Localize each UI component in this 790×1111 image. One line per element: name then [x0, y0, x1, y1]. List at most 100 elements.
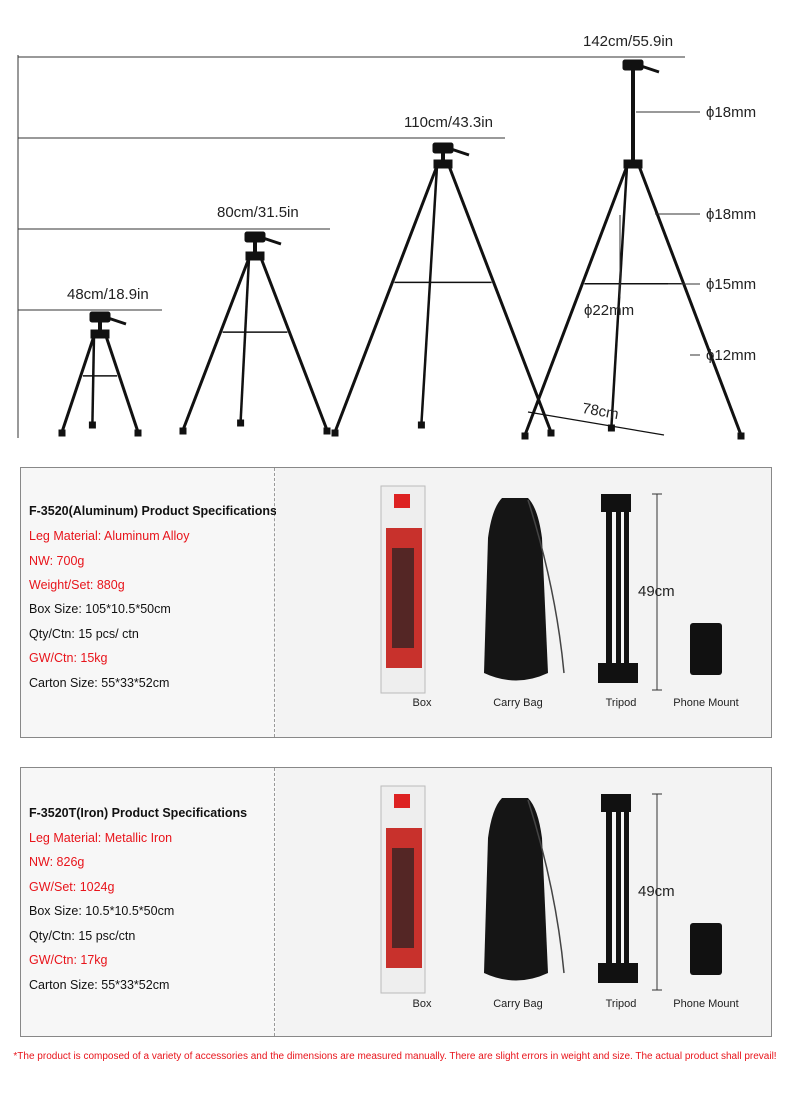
leg-foot: [737, 432, 745, 440]
spec-nw: NW: 826g: [29, 855, 85, 869]
height-label-48: 48cm/18.9in: [67, 286, 149, 303]
caption-carry-bag: Carry Bag: [493, 697, 543, 709]
folded-leg: [616, 812, 621, 982]
leg-foot: [134, 429, 142, 437]
box-logo: [394, 794, 410, 808]
tripod-head: [89, 311, 111, 323]
folded-feet: [598, 663, 638, 683]
height-label-110: 110cm/43.3in: [404, 114, 493, 131]
product-panel-iron: F-3520T(Iron) Product Specifications Leg…: [20, 767, 772, 1037]
tripod-leg: [259, 257, 329, 431]
leg-foot: [521, 432, 529, 440]
leg-foot: [323, 427, 331, 435]
package-contents: Box Carry Bag Tripod Phone Mount 49cm: [276, 768, 771, 1036]
spec-leg-material: Leg Material: Aluminum Alloy: [29, 529, 190, 543]
folded-leg: [624, 512, 629, 682]
caption-tripod: Tripod: [605, 998, 637, 1010]
pan-handle: [262, 236, 282, 246]
spread-dimension-line: [527, 411, 665, 436]
tripod-48cm: [58, 311, 142, 437]
leg-foot: [237, 419, 245, 427]
carry-bag: [484, 798, 548, 981]
spec-leg-material: Leg Material: Metallic Iron: [29, 831, 173, 845]
tripod-leg: [91, 335, 96, 425]
spec-carton-size: Carton Size: 55*33*52cm: [29, 676, 170, 690]
tripod-leg: [181, 257, 251, 431]
package-illustrations: [380, 485, 722, 694]
diameter-label-lower-leg: ϕ12mm: [706, 347, 757, 364]
caption-box: Box: [412, 998, 432, 1010]
tripod-leg: [420, 165, 439, 425]
caption-phone-mount: Phone Mount: [673, 998, 739, 1010]
folded-length-label: 49cm: [638, 883, 675, 900]
caption-box: Box: [412, 697, 432, 709]
tripod-80cm: [179, 231, 331, 435]
folded-length-label: 49cm: [638, 583, 675, 600]
leg-crown: [90, 329, 110, 339]
phone-mount: [690, 623, 722, 675]
leg-foot: [88, 421, 96, 429]
caption-phone-mount: Phone Mount: [673, 697, 739, 709]
spec-title: F-3520T(Iron) Product Specifications: [29, 806, 248, 820]
pan-handle: [640, 64, 660, 74]
spec-list: F-3520(Aluminum) Product Specifications …: [21, 468, 277, 737]
caption-tripod: Tripod: [605, 697, 637, 709]
pan-handle: [107, 316, 127, 326]
spec-gw-ctn: GW/Ctn: 15kg: [29, 651, 108, 665]
spec-gw-set: GW/Set: 1024g: [29, 880, 115, 894]
leg-crown: [623, 159, 643, 169]
spec-box-size: Box Size: 10.5*10.5*50cm: [29, 904, 175, 918]
leg-crown: [433, 159, 453, 169]
package-contents: Box Carry Bag Tripod Phone Mount 49cm: [276, 468, 771, 737]
folded-leg: [624, 812, 629, 982]
diameter-label-center-brace: ϕ22mm: [584, 302, 635, 319]
height-label-142: 142cm/55.9in: [583, 33, 674, 50]
caption-carry-bag: Carry Bag: [493, 998, 543, 1010]
spec-qty-ctn: Qty/Ctn: 15 psc/ctn: [29, 929, 136, 943]
folded-tripod-head: [601, 794, 631, 812]
spec-box-size: Box Size: 105*10.5*50cm: [29, 602, 171, 616]
diameter-label-mid-leg: ϕ15mm: [706, 276, 757, 293]
folded-leg: [606, 812, 612, 982]
leg-foot: [58, 429, 66, 437]
folded-leg: [616, 512, 621, 682]
tripod-head: [432, 142, 454, 154]
box-tripod-print: [392, 848, 414, 948]
spec-nw: NW: 700g: [29, 554, 85, 568]
spec-carton-size: Carton Size: 55*33*52cm: [29, 978, 170, 992]
tripod-leg: [447, 165, 553, 433]
tripod-leg: [637, 165, 743, 436]
spec-list: F-3520T(Iron) Product Specifications Leg…: [21, 768, 275, 1036]
tripod-leg: [610, 165, 629, 428]
folded-tripod-head: [601, 494, 631, 512]
bag-strap: [527, 799, 565, 974]
leg-foot: [331, 429, 339, 437]
folded-leg: [606, 512, 612, 682]
tripod-leg: [523, 165, 629, 436]
tripod-142cm: [521, 59, 745, 440]
tripod-leg: [333, 165, 439, 433]
height-comparison-figure: [17, 55, 745, 440]
bag-strap: [527, 499, 565, 674]
folded-feet: [598, 963, 638, 983]
product-panel-aluminum: F-3520(Aluminum) Product Specifications …: [20, 467, 772, 738]
box-tripod-print: [392, 548, 414, 648]
tripod-leg: [239, 257, 251, 423]
spec-qty-ctn: Qty/Ctn: 15 pcs/ ctn: [29, 627, 139, 641]
leg-crown: [245, 251, 265, 261]
tripod-head: [244, 231, 266, 243]
tripod-110cm: [331, 142, 555, 437]
leg-foot: [417, 421, 425, 429]
leg-foot: [179, 427, 187, 435]
carry-bag: [484, 498, 548, 681]
spec-title: F-3520(Aluminum) Product Specifications: [29, 504, 277, 518]
pan-handle: [450, 147, 470, 157]
leg-foot: [547, 429, 555, 437]
height-label-80: 80cm/31.5in: [217, 204, 299, 221]
spec-gw-ctn: GW/Ctn: 17kg: [29, 953, 108, 967]
disclaimer: *The product is composed of a variety of…: [13, 1051, 777, 1062]
box-logo: [394, 494, 410, 508]
leg-foot: [607, 424, 615, 432]
tripod-leg: [104, 335, 140, 433]
diameter-label-column: ϕ18mm: [706, 104, 757, 121]
